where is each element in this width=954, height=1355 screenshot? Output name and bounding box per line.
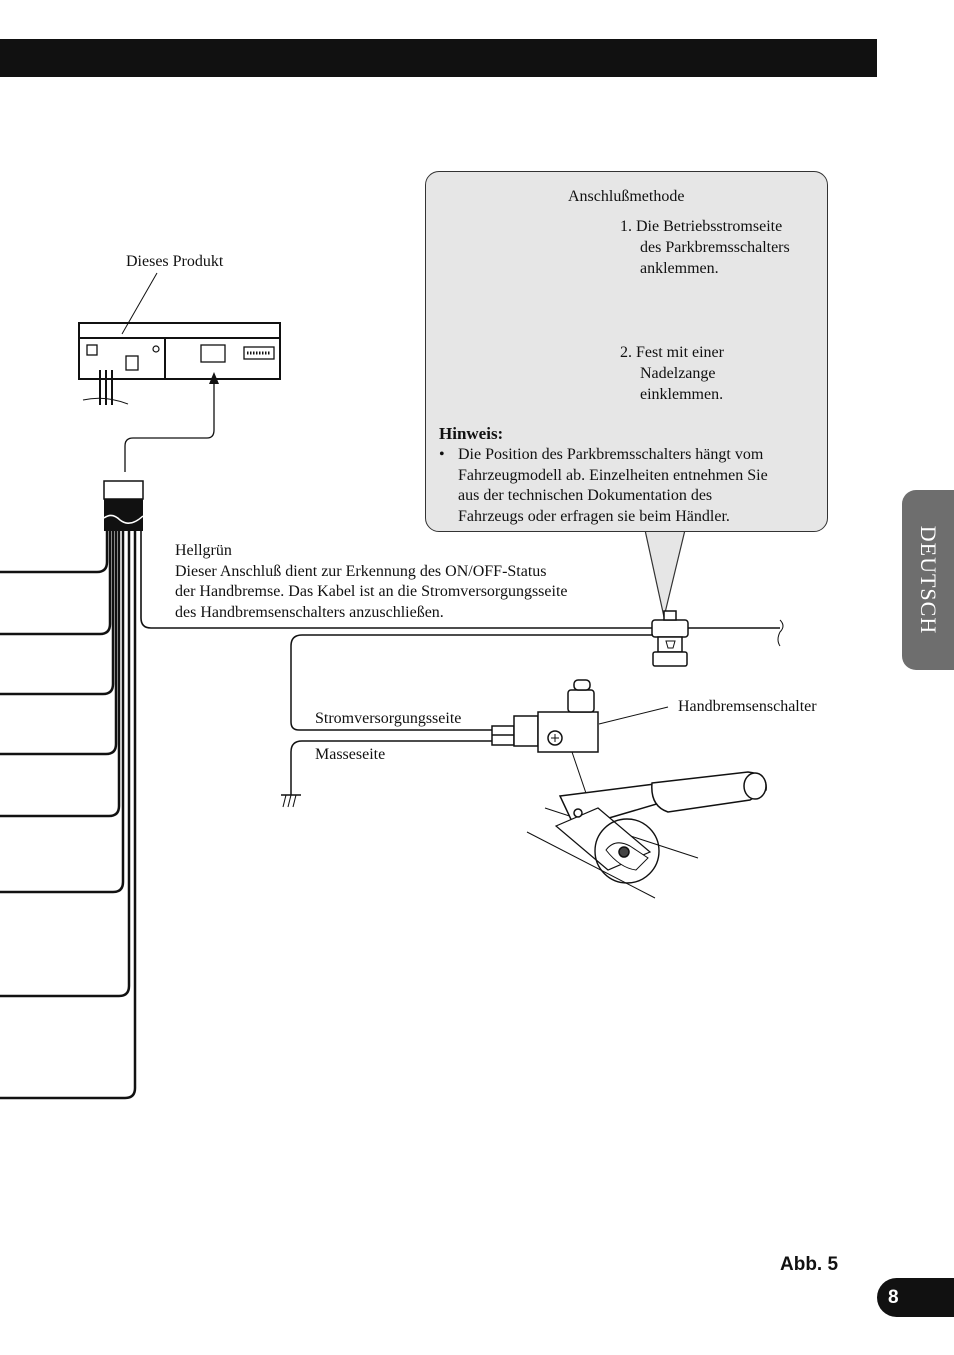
note-line-2: Fahrzeugmodell ab. Einzelheiten entnehme… [458,467,768,484]
step1-line-1: 1. Die Betriebsstromseite [620,218,783,235]
power-side-label: Stromversorgungsseite [315,710,462,727]
ground-side-label: Masseseite [315,746,386,763]
switch-leader-line [598,706,669,725]
switch-wires [281,634,653,808]
switch-label: Handbremsenschalter [678,698,817,715]
product-leader-line [121,272,158,335]
callout-title: Anschlußmethode [568,188,685,205]
note-bullet: • [439,446,445,463]
note-line-1: Die Position des Parkbremsschalters häng… [458,446,764,463]
callout-box [425,171,828,532]
wire-description-line-1: Dieser Anschluß dient zur Erkennung des … [175,563,547,580]
wire-break [777,619,784,647]
step2-line-1: 2. Fest mit einer [620,344,724,361]
note-line-3: aus der technischen Dokumentation des [458,487,713,504]
handbrake-switch-drawing [491,679,599,753]
step1-line-3: anklemmen. [640,260,719,277]
note-line-4: Fahrzeugs oder erfragen sie beim Händler… [458,508,730,525]
product-label: Dieses Produkt [126,253,224,270]
wire-description-line-3: des Handbremsenschalters anzuschließen. [175,604,444,621]
wire-color-label: Hellgrün [175,542,232,559]
connection-arrow [124,380,215,472]
handbrake-lever-drawing [526,771,767,899]
language-tab: DEUTSCH [902,490,954,670]
header-bar [0,39,877,77]
wire-description-line-2: der Handbremse. Das Kabel ist an die Str… [175,583,568,600]
note-title: Hinweis: [439,424,504,443]
figure-label: Abb. 5 [780,1254,839,1275]
head-unit-drawing [78,322,281,405]
page-number: 8 [877,1278,954,1317]
harness-plug [103,480,144,531]
step2-line-3: einklemmen. [640,386,724,403]
step1-line-2: des Parkbremsschalters [640,239,790,256]
harness-wires [0,531,780,1100]
step2-line-2: Nadelzange [640,365,716,382]
callout-pointer [644,529,686,618]
language-tab-label: DEUTSCH [916,525,941,635]
clip-connector [651,610,689,667]
